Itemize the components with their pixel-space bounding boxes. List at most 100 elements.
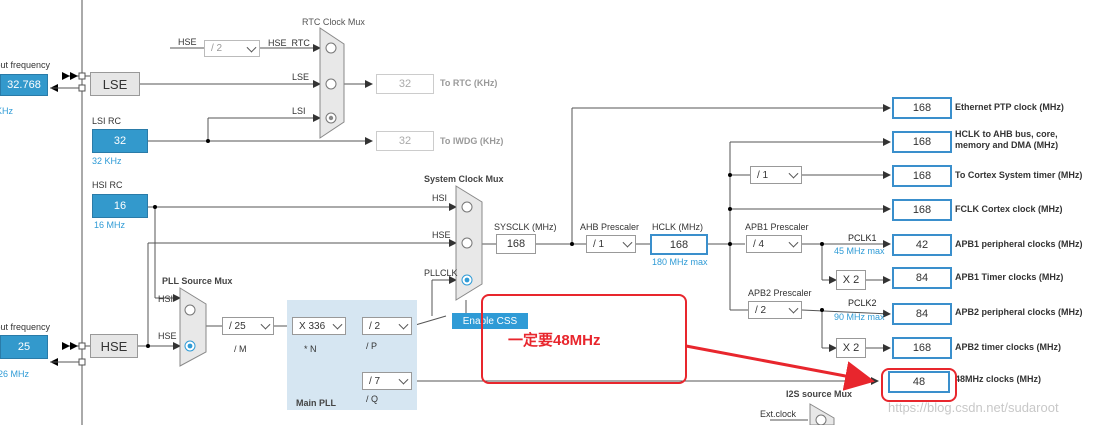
chevron-down-icon xyxy=(788,237,799,248)
cortex-divider-select[interactable]: / 1 xyxy=(750,166,802,184)
chevron-down-icon xyxy=(398,374,409,385)
input-frequency-label-bottom: Input frequency xyxy=(0,322,51,332)
output-apb1-timer-label: APB1 Timer clocks (MHz) xyxy=(955,272,1064,282)
apb1-value: / 4 xyxy=(753,238,765,250)
annotation-highlight-48mhz xyxy=(881,368,957,402)
cortex-div-value: / 1 xyxy=(757,169,769,181)
rtc-output-label: To RTC (KHz) xyxy=(440,78,498,88)
apb2-x2-multiplier: X 2 xyxy=(836,338,866,358)
apb1-prescaler-select[interactable]: / 4 xyxy=(746,235,802,253)
rtc-lsi-label: LSI xyxy=(292,106,306,116)
pll-p-label: / P xyxy=(366,341,378,351)
hsi-rc-label: HSI RC xyxy=(92,180,123,190)
output-cortex-timer[interactable]: 168 xyxy=(892,165,952,187)
output-apb1-peripheral-label: APB1 peripheral clocks (MHz) xyxy=(955,239,1083,249)
watermark: https://blog.csdn.net/sudaroot xyxy=(888,400,1059,415)
sys-pllclk-label: PLLCLK xyxy=(424,268,458,278)
pll-hse-label: HSE xyxy=(158,331,177,341)
output-hclk-ahb[interactable]: 168 xyxy=(892,131,952,153)
apb2-value: / 2 xyxy=(755,304,767,316)
pll-m-label: / M xyxy=(234,344,247,354)
output-cortex-timer-label: To Cortex System timer (MHz) xyxy=(955,170,1083,180)
output-apb1-timer[interactable]: 84 xyxy=(892,267,952,289)
sys-hsi-label: HSI xyxy=(432,193,448,203)
lse-frequency-input[interactable]: 32.768 xyxy=(0,74,48,96)
lse-unit: KHz xyxy=(0,106,14,116)
sys-hse-label: HSE xyxy=(432,230,451,240)
sysclk-label: SYSCLK (MHz) xyxy=(494,222,557,232)
output-ethernet-ptp-label: Ethernet PTP clock (MHz) xyxy=(955,102,1064,112)
input-frequency-label-top: Input frequency xyxy=(0,60,51,70)
output-apb1-peripheral[interactable]: 42 xyxy=(892,234,952,256)
pll-q-label: / Q xyxy=(366,394,379,404)
lsi-rc-label: LSI RC xyxy=(92,116,122,126)
pll-q-value: / 7 xyxy=(369,375,381,387)
pll-n-select[interactable]: X 336 xyxy=(292,317,346,335)
rtc-output-value: 32 xyxy=(376,74,434,94)
hclk-max: 180 MHz max xyxy=(652,257,708,267)
rtc-lse-label: LSE xyxy=(292,72,310,82)
rtc-hse-divider-select[interactable]: / 2 xyxy=(204,40,260,57)
hclk-label: HCLK (MHz) xyxy=(652,222,703,232)
apb1-x2-multiplier: X 2 xyxy=(836,270,866,290)
pll-hsi-label: HSI xyxy=(158,294,174,304)
rtc-hse-rtc-label: HSE_RTC xyxy=(268,38,310,48)
iwdg-output-value: 32 xyxy=(376,131,434,151)
iwdg-output-label: To IWDG (KHz) xyxy=(440,136,504,146)
chevron-down-icon xyxy=(398,319,409,330)
main-pll-label: Main PLL xyxy=(296,398,336,408)
hclk-value-input[interactable]: 168 xyxy=(650,234,708,255)
apb2-prescaler-select[interactable]: / 2 xyxy=(748,301,802,319)
apb2-prescaler-label: APB2 Prescaler xyxy=(748,288,812,298)
pll-n-value: X 336 xyxy=(299,320,326,332)
output-apb2-peripheral[interactable]: 84 xyxy=(892,303,952,325)
output-hclk-ahb-label: HCLK to AHB bus, core, memory and DMA (M… xyxy=(955,129,1059,150)
output-ethernet-ptp[interactable]: 168 xyxy=(892,97,952,119)
chevron-down-icon xyxy=(788,303,799,314)
annotation-box xyxy=(481,294,687,384)
rtc-hse-label: HSE xyxy=(178,37,197,47)
rtc-clock-mux-label: RTC Clock Mux xyxy=(302,17,365,27)
hsi-value: 16 xyxy=(92,194,148,218)
output-48mhz-label: 48MHz clocks (MHz) xyxy=(955,374,1042,384)
annotation-text: 一定要48MHz xyxy=(508,332,601,349)
pll-q-select[interactable]: / 7 xyxy=(362,372,412,390)
chevron-down-icon xyxy=(332,319,343,330)
hse-range: 4-26 MHz xyxy=(0,369,30,379)
ahb-prescaler-label: AHB Prescaler xyxy=(580,222,640,232)
pll-m-value: / 25 xyxy=(229,320,246,332)
pll-n-label: * N xyxy=(304,344,317,354)
pclk2-max: 90 MHz max xyxy=(834,312,885,322)
pclk2-label: PCLK2 xyxy=(848,298,877,308)
output-apb2-peripheral-label: APB2 peripheral clocks (MHz) xyxy=(955,307,1083,317)
pll-p-select[interactable]: / 2 xyxy=(362,317,412,335)
chevron-down-icon xyxy=(246,42,257,53)
pll-source-mux-label: PLL Source Mux xyxy=(162,276,233,286)
rtc-div-value: / 2 xyxy=(211,43,223,54)
ahb-prescaler-select[interactable]: / 1 xyxy=(586,235,636,253)
output-fclk-label: FCLK Cortex clock (MHz) xyxy=(955,204,1063,214)
i2s-source-mux-label: I2S source Mux xyxy=(786,389,853,399)
chevron-down-icon xyxy=(788,168,799,179)
hsi-sub: 16 MHz xyxy=(94,220,126,230)
output-fclk[interactable]: 168 xyxy=(892,199,952,221)
sysclk-value: 168 xyxy=(496,234,536,254)
pll-m-select[interactable]: / 25 xyxy=(222,317,274,335)
lse-block[interactable]: LSE xyxy=(90,72,140,96)
enable-css-button[interactable]: Enable CSS xyxy=(452,313,528,329)
lsi-sub: 32 KHz xyxy=(92,156,122,166)
hse-block[interactable]: HSE xyxy=(90,334,138,358)
output-48mhz[interactable]: 48 xyxy=(888,371,950,393)
pclk1-max: 45 MHz max xyxy=(834,246,885,256)
output-apb2-timer[interactable]: 168 xyxy=(892,337,952,359)
ext-clock-label: Ext.clock xyxy=(760,409,797,419)
lsi-value: 32 xyxy=(92,129,148,153)
apb1-prescaler-label: APB1 Prescaler xyxy=(745,222,809,232)
hse-frequency-input[interactable]: 25 xyxy=(0,335,48,359)
chevron-down-icon xyxy=(622,237,633,248)
system-clock-mux-label: System Clock Mux xyxy=(424,174,504,184)
ahb-value: / 1 xyxy=(593,238,605,250)
output-apb2-timer-label: APB2 timer clocks (MHz) xyxy=(955,342,1062,352)
pll-p-value: / 2 xyxy=(369,320,381,332)
chevron-down-icon xyxy=(260,319,271,330)
